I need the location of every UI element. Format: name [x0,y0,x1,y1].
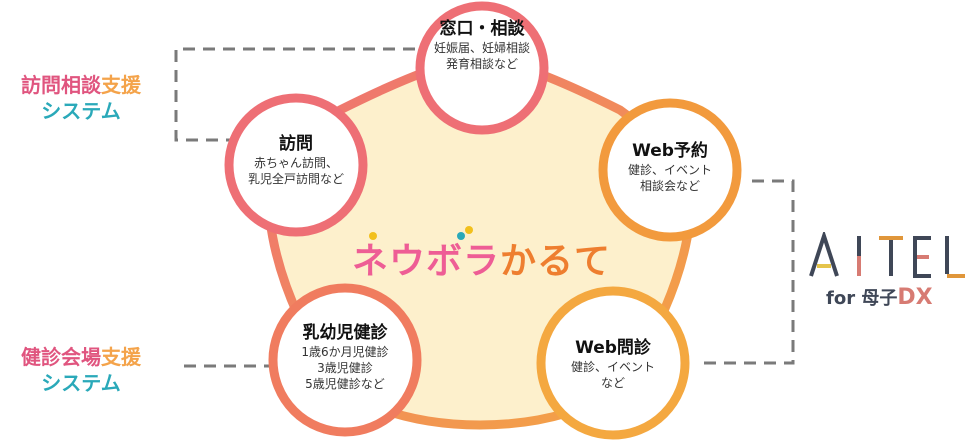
node-line: 1歳6か月児健診 [301,345,389,359]
connector-aitel [697,179,795,365]
aitel-dx: DX [897,285,933,310]
node-title: Web予約 [632,141,708,161]
node-line: 妊娠届、妊婦相談 [433,41,530,55]
brand-part1: ネウボラ [352,241,501,282]
node-madoguchi: 窓口・相談 妊娠届、妊婦相談 発育相談など [422,18,542,72]
circle-web-monshin [536,286,690,440]
circle-nyuyouji [268,283,422,437]
node-title: 乳幼児健診 [302,323,388,343]
circle-madoguchi [415,1,549,135]
circle-houmon [224,93,368,237]
aitel-logo [809,232,965,278]
label-houmon-system: 訪問相談支援 システム [6,72,156,124]
brand-dot-teal [457,232,465,240]
node-houmon: 訪問 赤ちゃん訪問、 乳児全戸訪問など [236,133,356,187]
aitel-boshi: 母子 [861,288,898,309]
label-part1: 訪問相談 [21,73,101,97]
node-line: 健診、イベント [570,360,655,374]
node-line: 赤ちゃん訪問、 [253,156,338,170]
node-line: など [600,376,625,390]
label-kenshin-system: 健診会場支援 システム [6,344,156,396]
node-line: 5歳児健診など [305,377,385,391]
node-title: Web問診 [575,338,651,358]
node-line: 発育相談など [445,57,518,71]
brand-dot-yellow-2 [465,226,473,234]
node-nyuyouji-kenshin: 乳幼児健診 1歳6か月児健診 3歳児健診 5歳児健診など [280,322,410,392]
label-part3: システム [41,371,121,395]
label-part1: 健診会場 [21,345,101,369]
connector-houmon-system [174,47,415,142]
node-web-monshin: Web問診 健診、イベント など [553,337,673,391]
aitel-subtitle: for 母子DX [826,284,933,310]
label-part3: システム [41,99,121,123]
node-title: 窓口・相談 [439,19,525,39]
circle-web-yoyaku [598,98,742,242]
node-web-yoyaku: Web予約 健診、イベント 相談会など [610,140,730,194]
brand-part2: かるて [500,241,612,282]
label-part2: 支援 [101,73,141,97]
brand-dot-yellow [369,232,377,240]
node-line: 乳児全戸訪問など [247,172,344,186]
node-title: 訪問 [279,134,313,154]
node-line: 3歳児健診 [317,361,373,375]
node-line: 相談会など [639,179,700,193]
node-line: 健診、イベント [627,163,712,177]
aitel-for: for [826,288,856,309]
brand-neubora-karute: ネウボラかるて [352,232,611,284]
label-part2: 支援 [101,345,141,369]
